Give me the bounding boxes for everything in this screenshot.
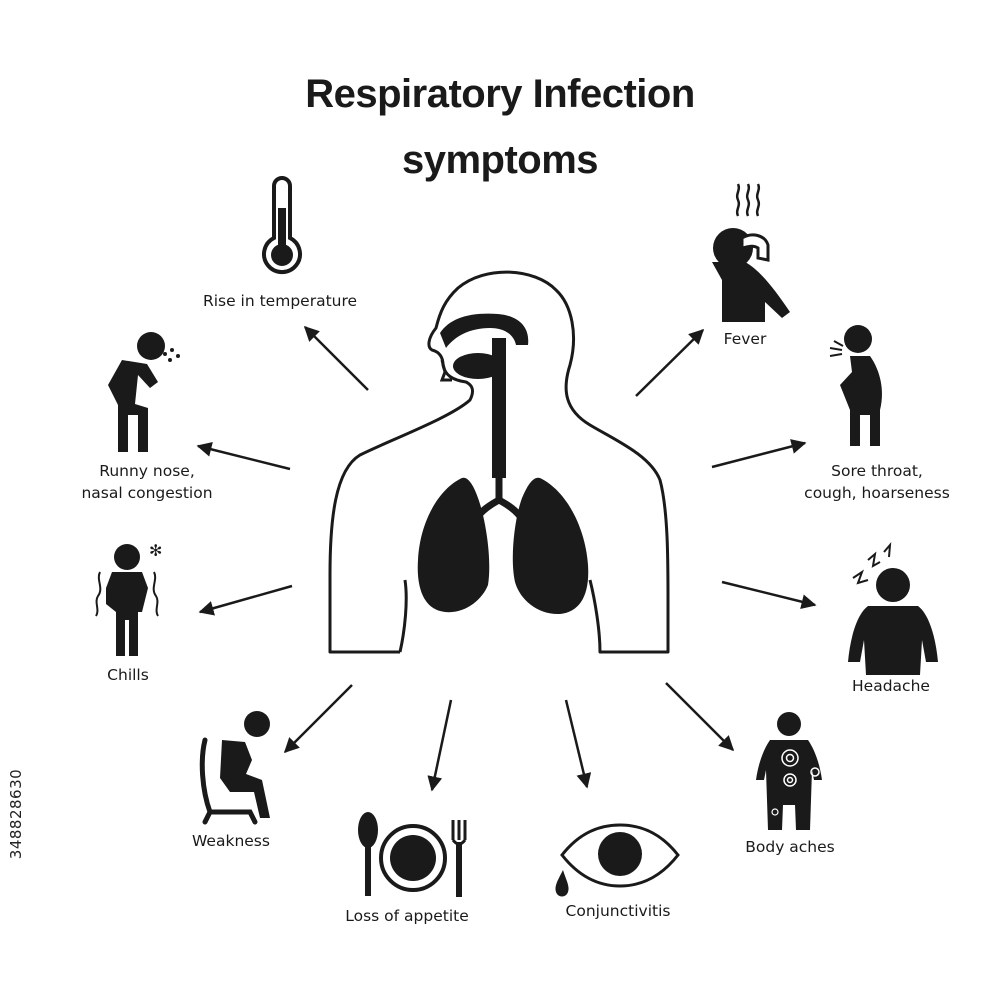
arrow-to-sore-throat bbox=[711, 439, 807, 469]
stock-id-watermark: 348828630 bbox=[7, 768, 25, 860]
sneezing-person-icon bbox=[108, 332, 180, 452]
page-title-line-2: symptoms bbox=[401, 138, 599, 182]
arrow-to-chills bbox=[198, 584, 293, 616]
fever-person-icon bbox=[712, 183, 790, 322]
seated-tired-person-icon bbox=[199, 711, 270, 825]
label-sore-throat-line-1: Sore throat, bbox=[831, 462, 923, 480]
arrow-to-body-aches bbox=[665, 682, 735, 752]
label-weakness: Weakness bbox=[192, 832, 270, 850]
arrow-to-conjunctivitis bbox=[564, 699, 592, 789]
torso-respiratory-icon bbox=[328, 270, 670, 654]
label-sore-throat: Sore throat, cough, hoarseness bbox=[792, 460, 962, 504]
label-sore-throat-line-2: cough, hoarseness bbox=[804, 484, 950, 502]
label-body-aches: Body aches bbox=[745, 838, 835, 856]
label-rise-in-temperature: Rise in temperature bbox=[202, 292, 358, 310]
arrow-to-rise-in-temperature bbox=[303, 325, 369, 391]
arrow-to-headache bbox=[721, 580, 817, 610]
label-conjunctivitis: Conjunctivitis bbox=[565, 902, 671, 920]
headache-person-icon bbox=[848, 542, 938, 675]
label-chills: Chills bbox=[107, 666, 149, 684]
label-runny-nose: Runny nose, nasal congestion bbox=[62, 460, 232, 504]
plate-cutlery-icon bbox=[358, 812, 467, 897]
thermometer-icon bbox=[262, 176, 302, 275]
svg-text:✻: ✻ bbox=[149, 541, 162, 560]
arrow-to-fever bbox=[635, 328, 705, 397]
label-loss-of-appetite: Loss of appetite bbox=[345, 907, 469, 925]
label-headache: Headache bbox=[852, 677, 930, 695]
arrows bbox=[196, 325, 817, 792]
label-runny-nose-line-2: nasal congestion bbox=[81, 484, 213, 502]
arrow-to-loss-of-appetite bbox=[427, 699, 453, 792]
label-fever: Fever bbox=[723, 330, 767, 348]
arrow-to-runny-nose bbox=[196, 441, 291, 471]
shivering-person-icon: ✻ bbox=[95, 541, 162, 656]
label-runny-nose-line-1: Runny nose, bbox=[99, 462, 195, 480]
coughing-person-icon bbox=[829, 325, 882, 446]
arrow-to-weakness bbox=[283, 684, 353, 754]
page-title-line-1: Respiratory Infection bbox=[305, 72, 695, 116]
body-pain-person-icon bbox=[756, 712, 822, 830]
eye-tear-icon bbox=[555, 823, 680, 897]
